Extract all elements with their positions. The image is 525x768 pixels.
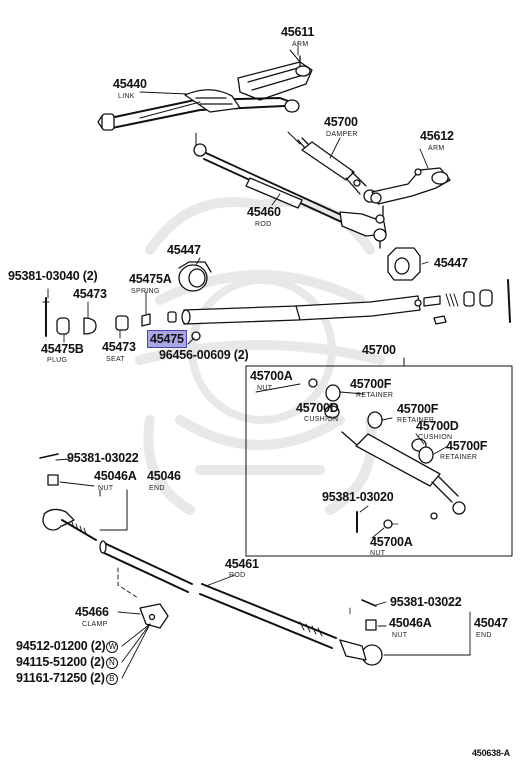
part-45700D-2-number[interactable]: 45700D bbox=[416, 419, 459, 433]
part-45612-number[interactable]: 45612 bbox=[420, 129, 454, 143]
part-45700F-3-number[interactable]: 45700F bbox=[446, 439, 488, 453]
part-45700A-top-number[interactable]: 45700A bbox=[250, 369, 293, 383]
arm-45612-drawing bbox=[370, 167, 451, 217]
leader-lines bbox=[47, 41, 471, 679]
part-45700-damper-name: DAMPER bbox=[326, 131, 358, 138]
clamp-ref-3[interactable]: 91161-71250 (2)B bbox=[16, 672, 118, 685]
clamp-ref-2-symbol: N bbox=[105, 657, 118, 669]
part-45475B-name: PLUG bbox=[47, 357, 68, 364]
part-95381-03020-number[interactable]: 95381-03020 bbox=[322, 490, 394, 504]
part-45700A-top-name: NUT bbox=[257, 385, 273, 392]
part-45700F-3-name: RETAINER bbox=[440, 454, 478, 461]
part-45460-name: ROD bbox=[255, 221, 272, 228]
part-45700F-2-name: RETAINER bbox=[397, 417, 435, 424]
part-45700F-2-number[interactable]: 45700F bbox=[397, 402, 439, 416]
part-45700F-1-number[interactable]: 45700F bbox=[350, 377, 392, 391]
part-45046A-right-number[interactable]: 45046A bbox=[389, 616, 432, 630]
bushing-45447-right-drawing bbox=[387, 247, 421, 281]
clamp-ref-1-number[interactable]: 94512-01200 (2) bbox=[16, 639, 106, 653]
part-45612-name: ARM bbox=[428, 145, 445, 152]
part-45611-number[interactable]: 45611 bbox=[281, 25, 315, 39]
part-45700D-1-number[interactable]: 45700D bbox=[296, 401, 339, 415]
part-45047-name: END bbox=[476, 632, 492, 639]
part-45447-right-number[interactable]: 45447 bbox=[434, 256, 468, 270]
tie-rod-assembly-drawing bbox=[39, 453, 383, 666]
bushing-45447-left-drawing bbox=[178, 261, 212, 292]
clamp-ref-2-number[interactable]: 94115-51200 (2) bbox=[16, 655, 105, 669]
clamp-ref-3-number[interactable]: 91161-71250 (2) bbox=[16, 671, 105, 685]
damper-drawing bbox=[287, 131, 377, 203]
part-45700D-2-name: CUSHION bbox=[418, 434, 453, 441]
part-45047-number[interactable]: 45047 bbox=[474, 616, 508, 630]
part-45475-number[interactable]: 45475 bbox=[147, 330, 187, 348]
part-45475A-number[interactable]: 45475A bbox=[129, 272, 172, 286]
part-45046A-left-number[interactable]: 45046A bbox=[94, 469, 137, 483]
part-95381-03022-right-number[interactable]: 95381-03022 bbox=[390, 595, 462, 609]
part-45700-kit-number[interactable]: 45700 bbox=[362, 343, 396, 357]
part-45475-highlight[interactable]: 45475 bbox=[147, 330, 187, 348]
part-95381-03022-left-number[interactable]: 95381-03022 bbox=[67, 451, 139, 465]
part-45475B-number[interactable]: 45475B bbox=[41, 342, 84, 356]
part-45700D-1-name: CUSHION bbox=[304, 416, 339, 423]
part-45461-name: ROD bbox=[229, 572, 246, 579]
clamp-ref-3-symbol: B bbox=[105, 673, 118, 685]
part-45700F-1-name: RETAINER bbox=[356, 392, 394, 399]
part-45473-seat-number[interactable]: 45473 bbox=[102, 340, 136, 354]
part-45046A-left-name: NUT bbox=[98, 485, 114, 492]
part-45461-number[interactable]: 45461 bbox=[225, 557, 259, 571]
part-45447-left-number[interactable]: 45447 bbox=[167, 243, 201, 257]
part-45466-name: CLAMP bbox=[82, 621, 108, 628]
clamp-ref-1-symbol: W bbox=[106, 641, 119, 653]
part-96456-number[interactable]: 96456-00609 (2) bbox=[159, 348, 249, 362]
part-45046-name: END bbox=[149, 485, 165, 492]
rod-45460-drawing bbox=[193, 132, 387, 249]
part-45473-seat-name: SEAT bbox=[106, 356, 125, 363]
part-45466-number[interactable]: 45466 bbox=[75, 605, 109, 619]
arm-45611-drawing bbox=[237, 49, 313, 101]
link-45440-drawing bbox=[97, 89, 300, 131]
figure-code: 450638-A bbox=[472, 748, 510, 758]
part-45473-top-number[interactable]: 45473 bbox=[73, 287, 107, 301]
part-45460-number[interactable]: 45460 bbox=[247, 205, 281, 219]
part-45440-number[interactable]: 45440 bbox=[113, 77, 147, 91]
part-45440-name: LINK bbox=[118, 93, 135, 100]
clamp-ref-1[interactable]: 94512-01200 (2)W bbox=[16, 639, 119, 653]
clamp-ref-2[interactable]: 94115-51200 (2)N bbox=[16, 656, 118, 669]
part-45700A-bottom-number[interactable]: 45700A bbox=[370, 535, 413, 549]
part-45046-number[interactable]: 45046 bbox=[147, 469, 181, 483]
part-45475A-name: SPRING bbox=[131, 288, 160, 295]
part-95381-03040-number[interactable]: 95381-03040 (2) bbox=[8, 269, 98, 283]
part-45611-name: ARM bbox=[292, 41, 309, 48]
center-rod-drawing bbox=[42, 279, 511, 341]
part-45046A-right-name: NUT bbox=[392, 632, 408, 639]
part-45700A-bottom-name: NUT bbox=[370, 550, 386, 557]
part-45700-damper-number[interactable]: 45700 bbox=[324, 115, 358, 129]
